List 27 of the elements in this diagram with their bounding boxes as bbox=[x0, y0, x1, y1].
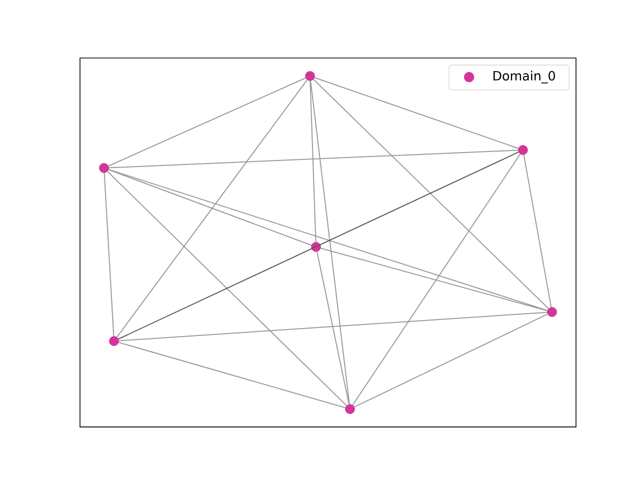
graph-node bbox=[518, 145, 528, 155]
graph-edge bbox=[354, 314, 548, 408]
graph-node bbox=[345, 404, 355, 414]
graph-edge bbox=[523, 154, 552, 308]
graph-edge bbox=[116, 79, 308, 338]
legend-label: Domain_0 bbox=[494, 70, 555, 84]
graph-edge bbox=[316, 251, 350, 405]
graph-node bbox=[109, 336, 119, 346]
graph-node bbox=[547, 307, 557, 317]
graph-edge bbox=[312, 78, 550, 310]
graph-edge bbox=[108, 150, 519, 168]
graph-edge bbox=[106, 170, 348, 406]
graph-edge bbox=[108, 169, 312, 246]
graph-node bbox=[305, 71, 315, 81]
graph-edge bbox=[320, 248, 548, 312]
graph-edge bbox=[108, 169, 548, 311]
graph-edge bbox=[104, 172, 114, 337]
graph-node bbox=[99, 163, 109, 173]
graph-edge bbox=[118, 152, 520, 340]
graph-edge bbox=[310, 80, 316, 243]
graph-edge bbox=[310, 80, 350, 405]
graph-node bbox=[311, 242, 321, 252]
graph-edge bbox=[118, 312, 548, 342]
graph-edge bbox=[352, 154, 521, 406]
graph-edge bbox=[118, 342, 346, 408]
graph-edge bbox=[314, 77, 519, 149]
graph-edge bbox=[108, 77, 306, 167]
